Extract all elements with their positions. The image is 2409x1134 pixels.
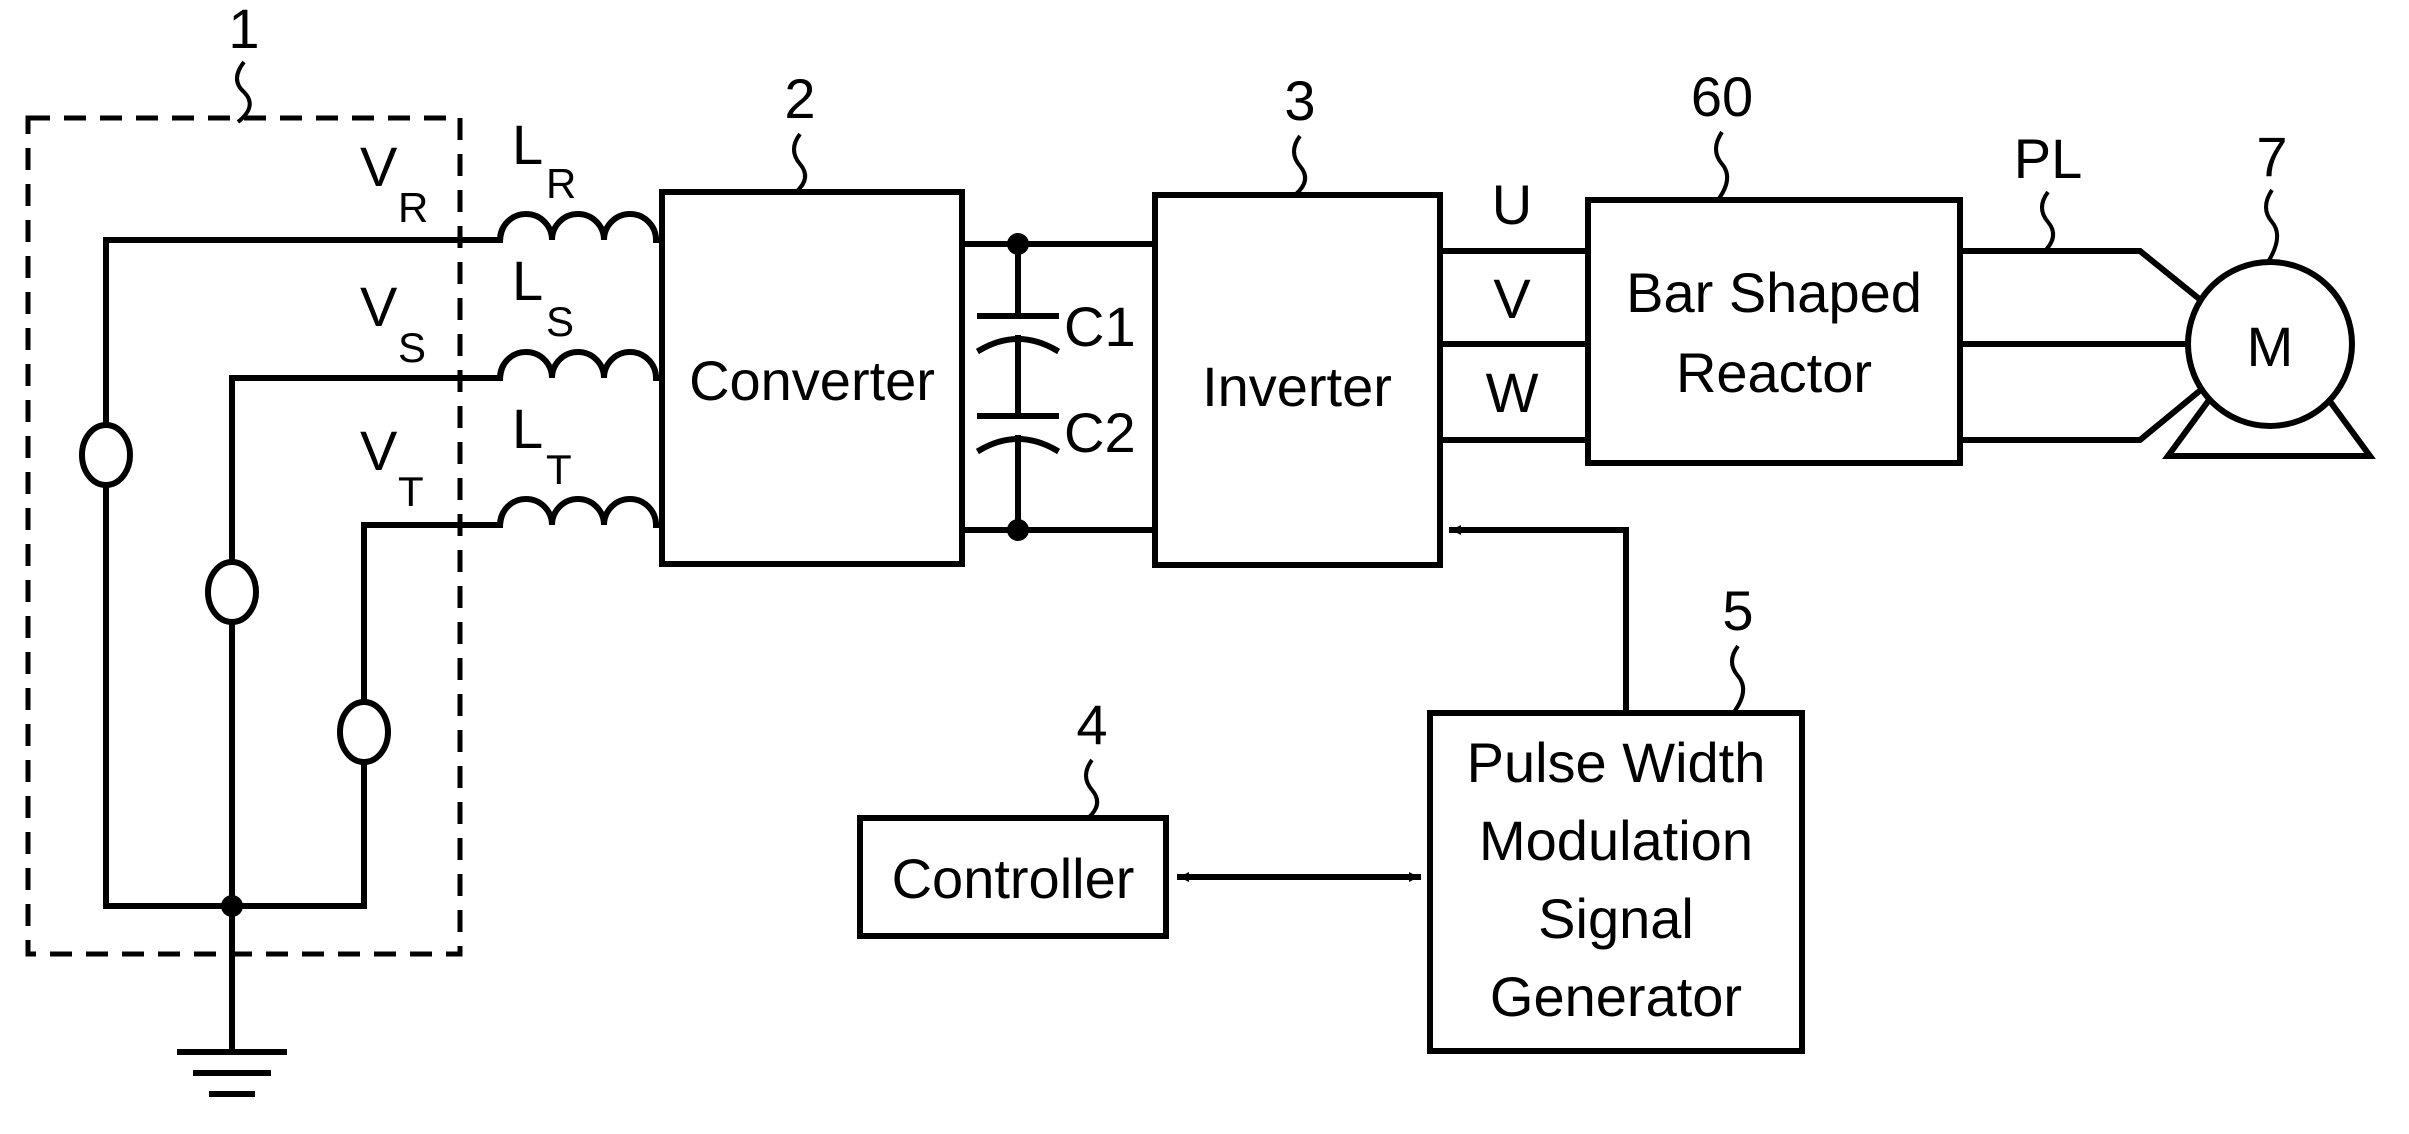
inductor-label-ls: L bbox=[512, 249, 543, 312]
ref-label-source: 1 bbox=[228, 0, 259, 60]
pwm-label-line1: Pulse Width bbox=[1467, 731, 1766, 794]
pwm-to-inverter-signal bbox=[1452, 530, 1626, 713]
inverter-block: Inverter 3 bbox=[1155, 69, 1440, 565]
ref-leader-source bbox=[237, 62, 250, 122]
inductor-ls-icon bbox=[500, 352, 662, 378]
ac-source-s-icon bbox=[208, 562, 256, 622]
voltage-label-vr: V bbox=[360, 135, 398, 198]
reactor-block: Bar Shaped Reactor 60 bbox=[1588, 65, 1960, 463]
inductor-sub-ls: S bbox=[546, 298, 574, 345]
pwm-label-line2: Modulation bbox=[1479, 809, 1753, 872]
output-phases: U V W bbox=[1440, 173, 1588, 440]
inverter-label: Inverter bbox=[1202, 355, 1392, 418]
ref-leader-motor bbox=[2266, 190, 2277, 262]
capacitor-label-c1: C1 bbox=[1064, 295, 1136, 358]
power-line-leader bbox=[2042, 192, 2053, 252]
voltage-sub-vs: S bbox=[398, 324, 426, 371]
voltage-label-vs: V bbox=[360, 275, 398, 338]
pwm-label-line4: Generator bbox=[1490, 965, 1742, 1028]
controller-label: Controller bbox=[892, 847, 1135, 910]
ref-label-converter: 2 bbox=[784, 67, 815, 130]
ref-leader-reactor bbox=[1716, 132, 1727, 200]
motor-label: M bbox=[2247, 315, 2294, 378]
ground-icon bbox=[180, 1052, 284, 1094]
voltage-label-vt: V bbox=[360, 419, 398, 482]
dc-link: C1 C2 bbox=[962, 233, 1155, 541]
voltage-sub-vt: T bbox=[398, 468, 424, 515]
converter-label: Converter bbox=[689, 349, 935, 412]
phase-label-u: U bbox=[1492, 173, 1532, 236]
inductor-sub-lr: R bbox=[546, 160, 576, 207]
inductor-sub-lt: T bbox=[546, 446, 572, 493]
ref-label-motor: 7 bbox=[2256, 125, 2287, 188]
source-dashed-boundary bbox=[28, 118, 460, 954]
ref-label-reactor: 60 bbox=[1691, 65, 1753, 128]
input-inductors: L R L S L T bbox=[500, 113, 662, 525]
power-line-1 bbox=[1960, 251, 2208, 306]
pwm-generator-block: Pulse Width Modulation Signal Generator … bbox=[1430, 530, 1802, 1051]
power-line-and-motor: PL M 7 bbox=[1960, 125, 2370, 456]
phase-label-v: V bbox=[1493, 267, 1531, 330]
ref-leader-converter bbox=[794, 134, 805, 192]
ref-leader-inverter bbox=[1294, 136, 1305, 194]
ac-source-t-icon bbox=[340, 702, 388, 762]
wire-phase-r bbox=[106, 240, 500, 906]
power-source-block: 1 V R V S V T bbox=[28, 0, 500, 1094]
controller-block: Controller 4 bbox=[860, 693, 1418, 936]
reactor-label-line1: Bar Shaped bbox=[1626, 261, 1922, 324]
pwm-label-line3: Signal bbox=[1538, 887, 1694, 950]
reactor-box bbox=[1588, 200, 1960, 463]
inductor-label-lt: L bbox=[512, 397, 543, 460]
power-line-label: PL bbox=[2014, 127, 2083, 190]
ref-label-inverter: 3 bbox=[1284, 69, 1315, 132]
voltage-sub-vr: R bbox=[398, 184, 428, 231]
ref-leader-pwm bbox=[1732, 646, 1743, 712]
reactor-label-line2: Reactor bbox=[1676, 341, 1872, 404]
converter-block: Converter 2 bbox=[662, 67, 962, 564]
ac-source-r-icon bbox=[82, 425, 130, 485]
inductor-label-lr: L bbox=[512, 113, 543, 176]
ref-label-pwm: 5 bbox=[1722, 579, 1753, 642]
phase-label-w: W bbox=[1486, 361, 1539, 424]
inductor-lr-icon bbox=[500, 214, 662, 240]
capacitor-label-c2: C2 bbox=[1064, 401, 1136, 464]
power-line-3 bbox=[1960, 384, 2208, 440]
ref-label-controller: 4 bbox=[1076, 693, 1107, 756]
inductor-lt-icon bbox=[500, 499, 662, 525]
ref-leader-controller bbox=[1086, 760, 1097, 818]
